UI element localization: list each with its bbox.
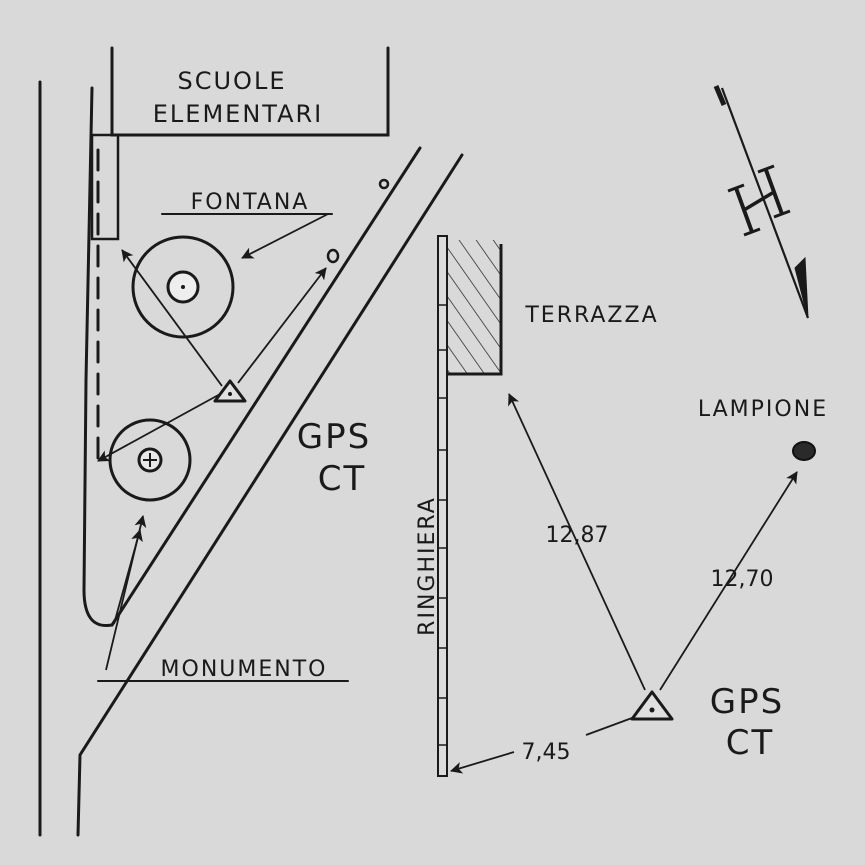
gps-right-label-line1: GPS <box>710 682 784 722</box>
sidewalk-edge <box>82 86 114 628</box>
gps-right-triangle <box>630 690 674 721</box>
fountain-label: FONTANA <box>191 190 310 215</box>
north-letter-icon <box>727 164 791 237</box>
lamp-label: LAMPIONE <box>698 397 828 422</box>
arrow-to-railing <box>450 751 515 774</box>
arrow-to-terrace <box>508 393 646 691</box>
lamp-symbol <box>792 441 816 461</box>
school-building <box>110 46 390 137</box>
gps-left-label-line1: GPS <box>297 417 371 457</box>
arrow-to-railing-a <box>585 717 633 736</box>
gps-left-arrow-marker <box>237 267 327 384</box>
fountain-arrow <box>241 213 329 259</box>
terrace-outline <box>447 244 503 376</box>
diagonal-road-1 <box>110 146 422 627</box>
gps-left-arrow-strip <box>121 249 223 387</box>
arrow-to-lamp <box>659 471 798 691</box>
school-label-line2: ELEMENTARI <box>153 100 324 128</box>
diagonal-road-2 <box>76 153 464 837</box>
railing-label: RINGHIERA <box>415 496 440 636</box>
distance-to-railing: 7,45 <box>522 740 571 765</box>
north-arrow <box>713 85 810 319</box>
point-marker-2 <box>326 248 340 264</box>
gps-left-triangle <box>213 379 247 403</box>
fountain-symbol <box>131 235 235 339</box>
gps-right-label-line2: CT <box>726 723 775 763</box>
terrace-label: TERRAZZA <box>524 303 658 328</box>
monument-arrow-2 <box>113 529 143 625</box>
distance-to-lamp: 12,70 <box>711 567 774 592</box>
point-marker-1 <box>378 178 390 190</box>
gps-left-arrow-curb <box>97 392 223 462</box>
gps-left-label-line2: CT <box>318 459 367 499</box>
distance-to-terrace: 12,87 <box>546 523 609 548</box>
strip-rect <box>90 133 120 241</box>
railing <box>437 235 448 777</box>
monument-label: MONUMENTO <box>161 657 328 682</box>
school-label-line1: SCUOLE <box>178 67 287 95</box>
terrace-hatch <box>447 240 501 374</box>
